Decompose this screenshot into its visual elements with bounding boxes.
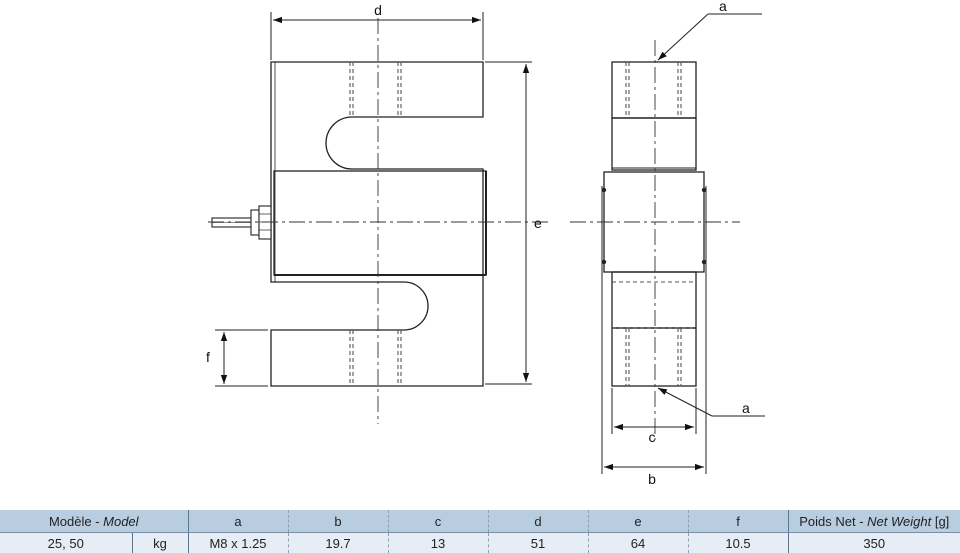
header-weight-sep: - — [856, 514, 868, 529]
dimension-d — [271, 12, 483, 60]
cell-a: M8 x 1.25 — [188, 533, 288, 553]
dimension-c — [612, 388, 696, 434]
leader-a-top-label: a — [719, 0, 727, 14]
dimension-f-label: f — [206, 349, 210, 365]
side-cover-rivets — [602, 188, 706, 264]
side-hidden-lines — [612, 62, 696, 386]
dimension-e-label: e — [534, 215, 542, 231]
dimension-b-label: b — [648, 471, 656, 487]
cell-b: 19.7 — [288, 533, 388, 553]
spec-table-header: Modèle - Model a b c d e f Poids Net - N… — [0, 510, 960, 533]
s-body-outline — [271, 62, 483, 386]
table-row: 25, 50 kg M8 x 1.25 19.7 13 51 64 10.5 3… — [0, 533, 960, 553]
header-model-sep: - — [92, 514, 104, 529]
leader-a-top — [658, 14, 762, 60]
dimension-e — [485, 62, 532, 384]
header-model-en: Model — [103, 514, 138, 529]
cell-f: 10.5 — [688, 533, 788, 553]
header-b: b — [288, 510, 388, 533]
leader-a-bottom-label: a — [742, 400, 750, 416]
header-e: e — [588, 510, 688, 533]
front-hidden-threads — [350, 62, 401, 386]
cell-weight: 350 — [788, 533, 960, 553]
header-weight-fr: Poids Net — [799, 514, 855, 529]
header-f: f — [688, 510, 788, 533]
side-view — [604, 62, 704, 386]
header-a: a — [188, 510, 288, 533]
side-centerlines — [570, 40, 740, 440]
header-c: c — [388, 510, 488, 533]
dimension-f — [215, 330, 268, 386]
header-model: Modèle - Model — [0, 510, 188, 533]
dimension-c-label: c — [649, 429, 656, 445]
cell-d: 51 — [488, 533, 588, 553]
cell-model: 25, 50 — [0, 533, 132, 553]
cell-c: 13 — [388, 533, 488, 553]
header-weight: Poids Net - Net Weight [g] — [788, 510, 960, 533]
side-upper-neck — [612, 118, 696, 170]
dimension-d-label: d — [374, 2, 382, 18]
header-d: d — [488, 510, 588, 533]
header-weight-unit: [g] — [931, 514, 949, 529]
side-lower-block — [612, 328, 696, 386]
side-lower-neck — [612, 272, 696, 328]
header-weight-en: Net Weight — [867, 514, 931, 529]
cell-unit: kg — [132, 533, 188, 553]
front-view — [271, 62, 486, 386]
cable-gland — [212, 206, 271, 239]
header-model-fr: Modèle — [49, 514, 92, 529]
cell-e: 64 — [588, 533, 688, 553]
spec-table: Modèle - Model a b c d e f Poids Net - N… — [0, 510, 960, 553]
gauge-cover-block — [274, 171, 486, 275]
s-beam-load-cell-drawing: d e f — [0, 0, 960, 510]
side-upper-block — [612, 62, 696, 118]
